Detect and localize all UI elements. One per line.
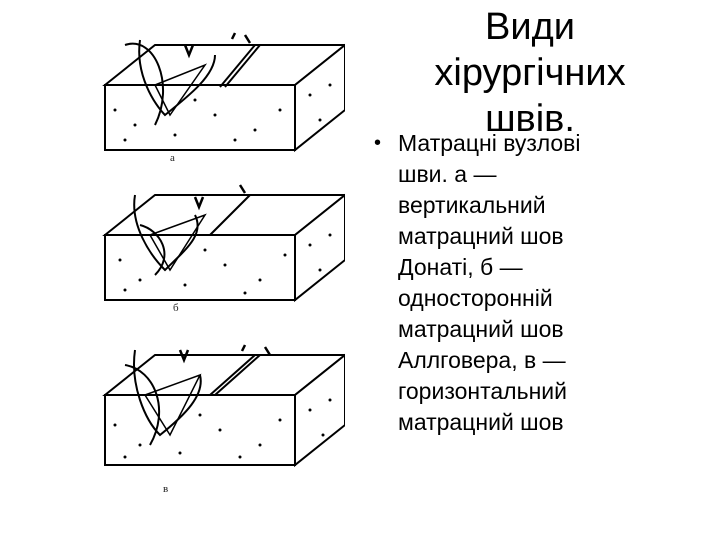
bullet-item: • Матрацні вузлові шви. а — вертикальний… bbox=[370, 128, 670, 438]
title-line: хірургічних bbox=[434, 52, 626, 94]
one-sided-mattress-suture-figure bbox=[102, 184, 345, 303]
suture-illustration: а б bbox=[95, 15, 345, 510]
figure-label-c: в bbox=[163, 483, 169, 495]
title-line: швів. bbox=[485, 98, 575, 140]
bullet-line: матрацний шов bbox=[398, 223, 564, 249]
horizontal-mattress-suture-figure bbox=[102, 344, 345, 468]
bullet-line: вертикальний bbox=[398, 192, 546, 218]
bullet-list: • Матрацні вузлові шви. а — вертикальний… bbox=[370, 128, 670, 438]
bullet-line: Матрацні вузлові bbox=[398, 130, 581, 156]
figure-label-a: а bbox=[170, 152, 175, 164]
slide-title: Види хірургічних швів. bbox=[400, 4, 660, 142]
bullet-line: односторонній bbox=[398, 285, 553, 311]
bullet-line: горизонтальний bbox=[398, 378, 567, 404]
figure-label-b: б bbox=[173, 302, 179, 314]
bullet-line: Донаті, б — bbox=[398, 254, 523, 280]
bullet-line: шви. а — bbox=[398, 161, 497, 187]
vertical-mattress-suture-figure bbox=[102, 32, 345, 153]
title-line: Види bbox=[485, 6, 575, 48]
bullet-line: матрацний шов bbox=[398, 409, 564, 435]
bullet-line: Аллговера, в — bbox=[398, 347, 566, 373]
bullet-line: матрацний шов bbox=[398, 316, 564, 342]
bullet-icon: • bbox=[374, 132, 382, 154]
